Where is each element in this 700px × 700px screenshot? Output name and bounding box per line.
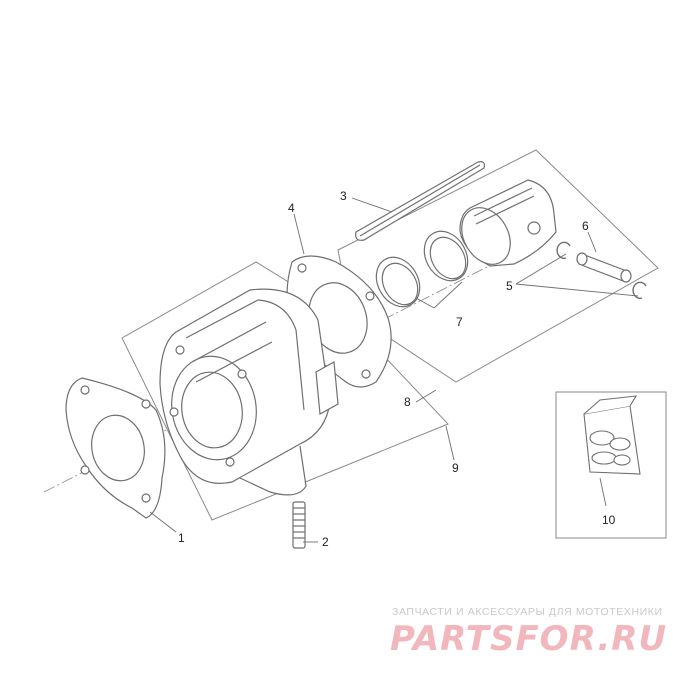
callout-2: 2 xyxy=(322,535,329,549)
piston-pin xyxy=(355,161,485,241)
gasket-set-package xyxy=(583,395,641,475)
callout-1: 1 xyxy=(178,531,185,545)
callout-4: 4 xyxy=(288,201,295,215)
callout-labels: 1 2 3 4 5 6 7 8 9 10 xyxy=(178,189,616,549)
gasket-set-frame xyxy=(555,391,667,539)
callout-8: 8 xyxy=(404,395,411,409)
callout-7: 7 xyxy=(456,315,463,329)
piston-rings xyxy=(375,230,469,308)
leader-lines xyxy=(149,197,639,543)
base-gasket xyxy=(65,377,166,519)
cylinder xyxy=(159,288,339,496)
callout-6: 6 xyxy=(582,219,589,233)
circlips xyxy=(556,241,647,299)
callout-9: 9 xyxy=(452,461,459,475)
cylinder-kit-frame xyxy=(121,261,449,521)
watermark-tagline: ЗАПЧАСТИ И АКСЕССУАРЫ ДЛЯ МОТОТЕХНИКИ xyxy=(392,606,663,618)
callout-5: 5 xyxy=(506,279,513,293)
watermark-logo: PARTSFOR.RU xyxy=(390,619,667,659)
callout-3: 3 xyxy=(340,189,347,203)
needle-bearing xyxy=(576,252,632,283)
watermark-logo-text: PARTSFOR.RU xyxy=(390,619,667,659)
stud xyxy=(292,501,306,549)
callout-10: 10 xyxy=(602,513,616,527)
piston xyxy=(459,179,557,267)
